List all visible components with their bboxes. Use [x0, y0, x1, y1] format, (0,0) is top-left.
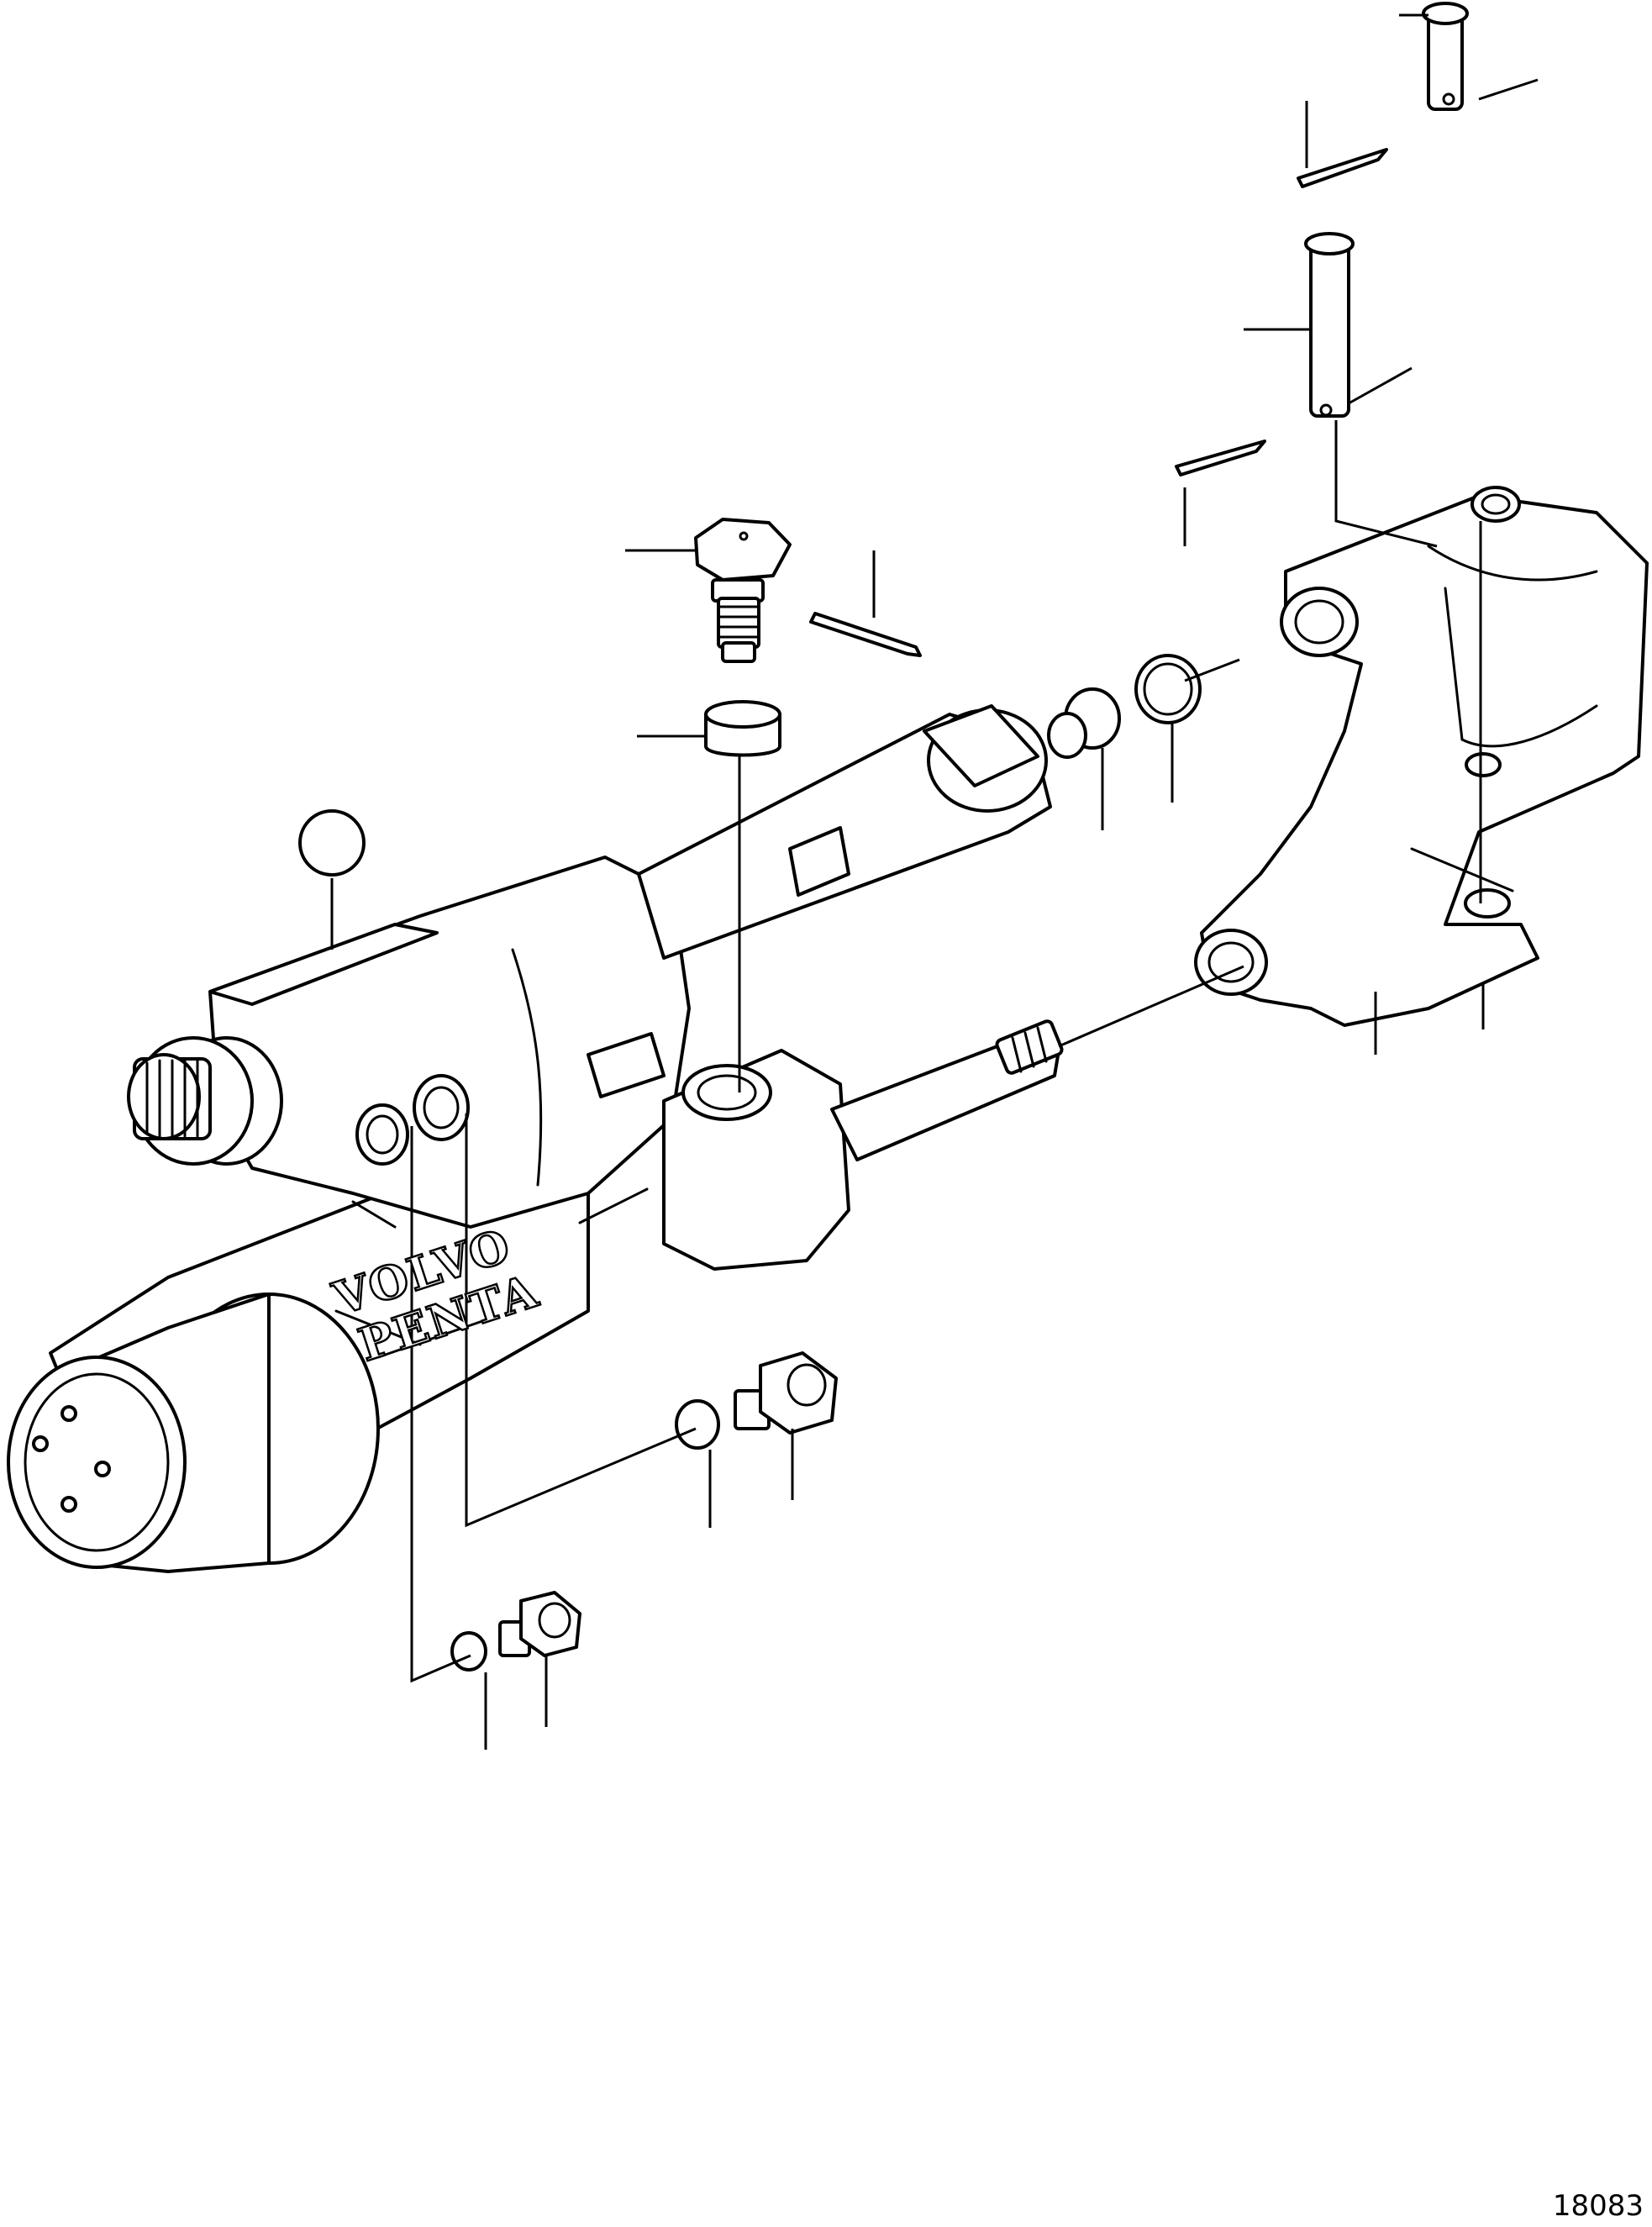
spacer-ring [704, 700, 781, 757]
reference-circle [298, 809, 366, 877]
split-pin [809, 612, 922, 657]
bushing [1047, 687, 1121, 759]
clevis-pin-top [1422, 2, 1469, 111]
tiller-arm [1194, 486, 1649, 1027]
steering-cylinder-body [7, 856, 850, 1573]
upper-piston-rod [637, 704, 1052, 960]
cotter-pin-top [1297, 148, 1388, 188]
figure-number: 18083 [1553, 2189, 1644, 2223]
leader-lines [330, 13, 1539, 1750]
bleed-screw [694, 518, 792, 663]
cotter-pin-middle [1175, 440, 1266, 476]
hose-fitting-lower [675, 1351, 838, 1450]
lower-piston-rod [830, 1019, 1064, 1161]
hose-fitting-small [450, 1591, 581, 1672]
clevis-pin-middle [1304, 232, 1355, 418]
snap-ring [1134, 654, 1202, 724]
